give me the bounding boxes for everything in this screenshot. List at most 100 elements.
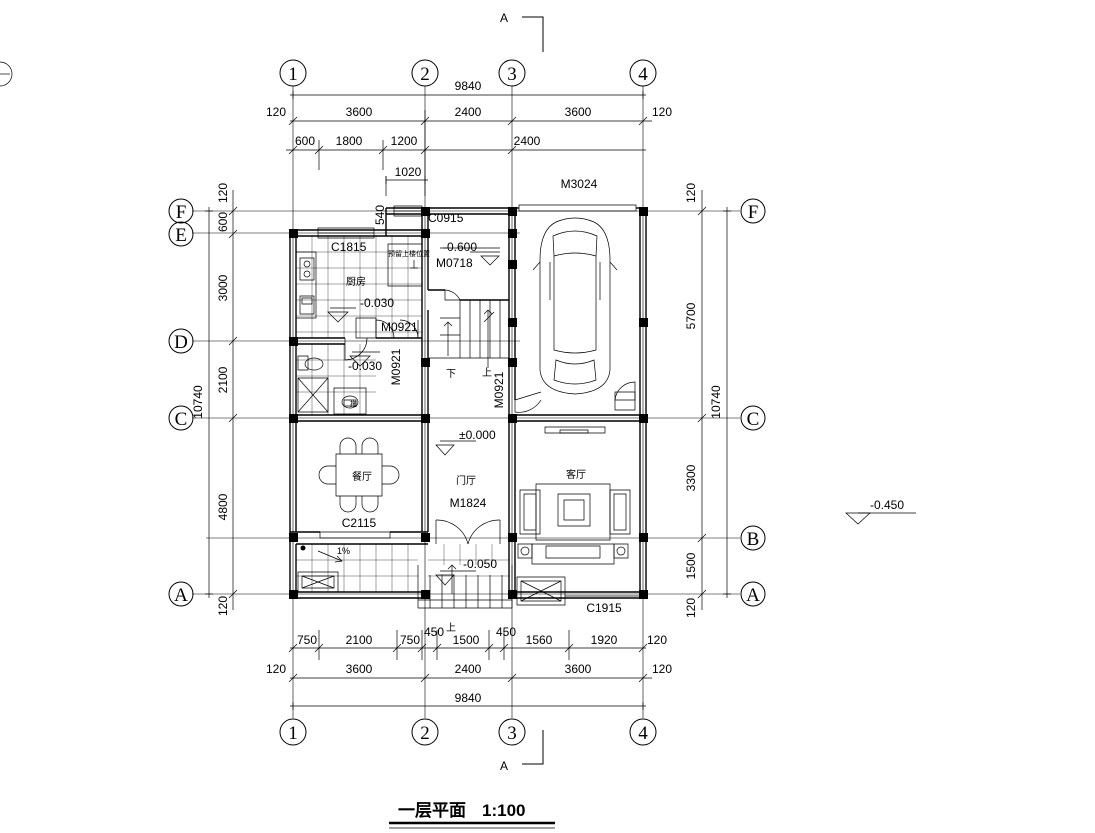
axis-bubbles-bottom: 1 2 3 4 [280, 719, 656, 745]
dim-bot2-3600-right: 3600 [565, 662, 592, 676]
dim-left-600: 600 [216, 212, 230, 232]
dim-bot2-120-right: 120 [652, 662, 672, 676]
stair-up-label-b: 上 [446, 622, 456, 634]
dim-bot2-3600-left: 3600 [346, 662, 373, 676]
label-m0718: M0718 [436, 256, 473, 270]
dim-bot2-120-left: 120 [266, 662, 286, 676]
edge-axis-bubble [0, 62, 12, 86]
dining-area [319, 438, 399, 512]
sink-icon [300, 296, 314, 314]
dim-bot-1920: 1920 [591, 633, 618, 647]
axis-label-a-left: A [174, 585, 188, 606]
windows [318, 206, 640, 605]
elevation-markers [435, 252, 916, 586]
sofa-group [536, 484, 610, 540]
label-elev-m0600: -0.600 [443, 240, 477, 254]
dim-bot-total: 9840 [455, 691, 482, 705]
dim-right-total: 10740 [709, 385, 723, 419]
axis-label-e-left: E [175, 225, 187, 246]
dim-left-4800: 4800 [216, 493, 230, 520]
shower-tray-icon [298, 378, 328, 412]
living-area [518, 484, 630, 564]
drawing-title: 一层平面 1:100 [389, 801, 555, 828]
stair-reserve-note: 预留上楼位置 [388, 249, 430, 258]
axis-label-f-left: F [176, 202, 187, 223]
dim-bot2-2400: 2400 [455, 662, 482, 676]
annotations: 540 C0915 C1815 M3024 -0.600 M0718 -0.03… [331, 177, 904, 634]
dimensions-right: 120 5700 3300 1500 120 10740 [684, 183, 731, 618]
porch-area [296, 544, 509, 592]
section-letter-top: A [500, 11, 508, 25]
dim-left-total: 10740 [191, 385, 205, 419]
mop-sink-icon [334, 388, 366, 414]
coffee-table [558, 494, 590, 526]
title-main: 一层平面 [398, 801, 466, 820]
dim-top-120-right: 120 [652, 105, 672, 119]
dim-bot-2100: 2100 [346, 633, 373, 647]
dim-bot-750-b: 750 [400, 633, 420, 647]
axis-label-4-top: 4 [638, 64, 648, 85]
dim-right-3300: 3300 [684, 464, 698, 491]
stairs [418, 300, 512, 608]
room-dining: 餐厅 [352, 470, 372, 483]
axis-label-d-left: D [174, 332, 188, 353]
stair-up-label-a: 上 [482, 367, 492, 379]
section-letter-bottom: A [500, 759, 508, 773]
armchair-left [520, 490, 540, 534]
dim-right-120-bottom: 120 [684, 598, 698, 618]
mop-label: 拖 [350, 399, 357, 408]
axis-label-1-top: 1 [288, 64, 298, 85]
sofa-main [532, 544, 614, 564]
axis-bubbles-top: 1 2 3 4 [280, 60, 656, 86]
dim-bot-450-a: 450 [424, 625, 444, 639]
dim-sub-1800: 1800 [336, 134, 363, 148]
label-elev-m0030-a: -0.030 [360, 296, 394, 310]
dim-bot-1500: 1500 [453, 633, 480, 647]
axis-label-3-top: 3 [507, 64, 517, 85]
axis-label-4-bottom: 4 [638, 723, 648, 744]
dim-top-120-left: 120 [266, 105, 286, 119]
dim-right-120-top: 120 [684, 183, 698, 203]
label-m3024: M3024 [561, 177, 598, 191]
dim-sub-1200: 1200 [391, 134, 418, 148]
label-m0921-c: M0921 [492, 371, 506, 408]
dining-table [336, 454, 382, 496]
section-mark-bottom: A [500, 730, 543, 773]
car-icon [533, 218, 617, 394]
stair-down-label: 下 [446, 369, 456, 380]
dim-top-3600-right: 3600 [565, 105, 592, 119]
axis-label-c-right: C [747, 409, 760, 430]
columns [289, 207, 648, 599]
dimensions-top: 9840 120 3600 2400 3600 120 600 1800 120… [266, 79, 672, 196]
kitchen-floor-tiles [296, 236, 422, 338]
entry-steps [418, 565, 512, 608]
dimensions-left: 120 600 3000 2100 4800 120 10740 [191, 183, 237, 616]
axis-label-1-bottom: 1 [288, 723, 298, 744]
label-elev-m0030-b: -0.030 [348, 359, 382, 373]
axis-bubbles-left: F E D C A [169, 199, 193, 606]
label-elev-m0450: -0.450 [870, 498, 904, 512]
label-elev-m0050: -0.050 [463, 557, 497, 571]
axis-label-a-right: A [746, 585, 760, 606]
room-living: 客厅 [566, 468, 586, 481]
dim-sub-600: 600 [295, 134, 315, 148]
section-mark-top: A [500, 11, 543, 52]
axis-label-c-left: C [175, 409, 188, 430]
dim-top-total: 9840 [455, 79, 482, 93]
toilet-icon [305, 358, 323, 370]
axis-label-2-top: 2 [420, 64, 430, 85]
dim-left-2100: 2100 [216, 366, 230, 393]
armchair-right [610, 490, 630, 534]
dim-sub-1020: 1020 [395, 165, 422, 179]
label-c1815: C1815 [331, 240, 367, 254]
axis-label-2-bottom: 2 [420, 723, 430, 744]
dim-bot-120-a: 120 [647, 633, 667, 647]
title-scale: 1:100 [482, 801, 525, 820]
label-m1824: M1824 [450, 496, 487, 510]
grid-axis-lines [192, 86, 740, 718]
dim-left-120-bottom: 120 [216, 596, 230, 616]
label-c0915: C0915 [428, 211, 464, 225]
dim-bot-750-a: 750 [297, 633, 317, 647]
dim-bot-450-b: 450 [496, 625, 516, 639]
